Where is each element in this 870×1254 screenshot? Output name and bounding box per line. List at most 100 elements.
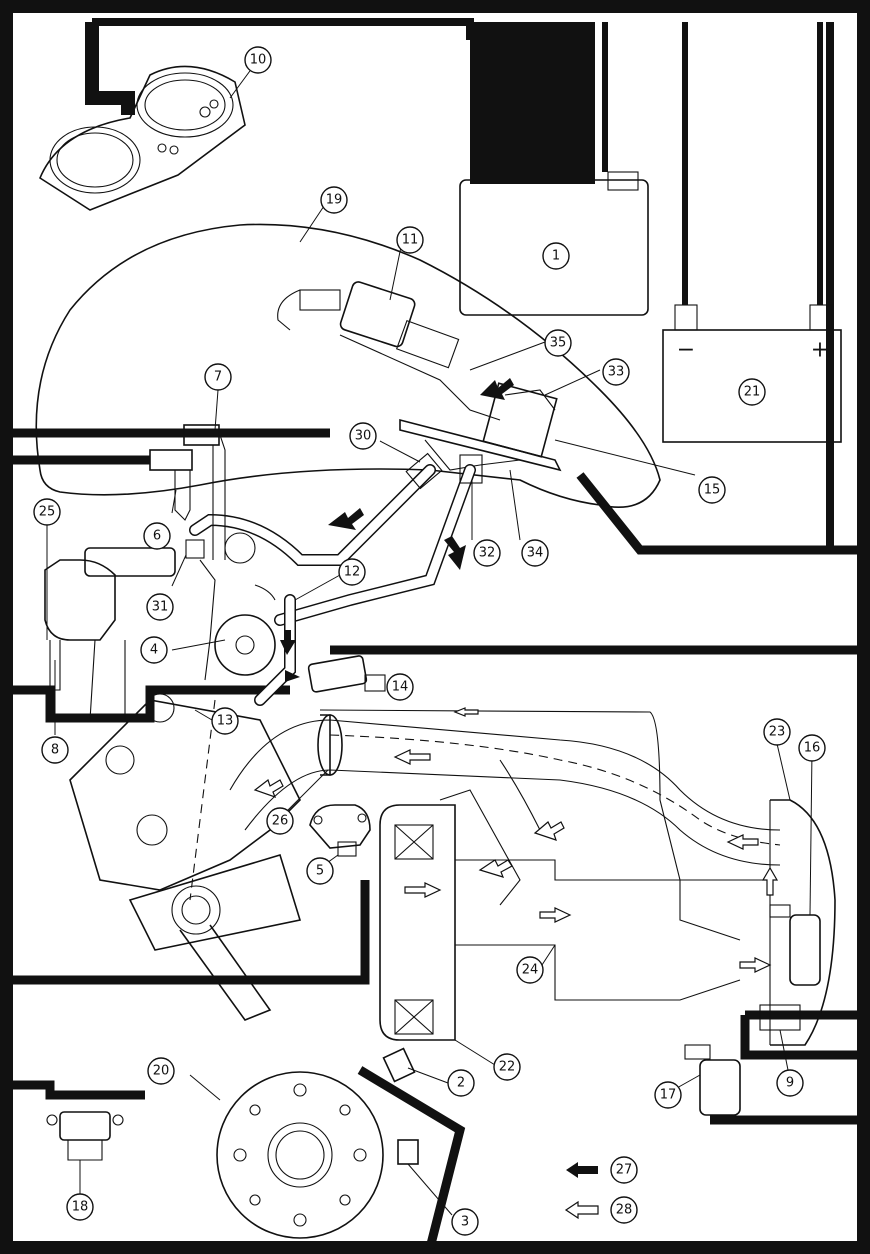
callout-8: 8 bbox=[41, 736, 69, 764]
callout-number: 30 bbox=[355, 429, 372, 444]
callout-circle bbox=[140, 636, 168, 664]
airbox bbox=[379, 759, 741, 1041]
callout-number: 15 bbox=[704, 483, 721, 498]
callout-circle bbox=[798, 734, 826, 762]
callout-6: 6 bbox=[143, 522, 171, 550]
callout-15: 15 bbox=[698, 476, 726, 504]
callout-20: 20 bbox=[147, 1057, 175, 1085]
callout-10: 10 bbox=[244, 46, 272, 74]
callout-27: 27 bbox=[610, 1156, 638, 1184]
callout-number: 9 bbox=[786, 1076, 794, 1091]
callout-circle bbox=[493, 1053, 521, 1081]
callout-circle bbox=[244, 46, 272, 74]
callout-23: 23 bbox=[763, 718, 791, 746]
callout-number: 8 bbox=[51, 743, 59, 758]
leader-lines bbox=[46, 59, 813, 1216]
callout-number: 25 bbox=[39, 505, 56, 520]
callout-number: 12 bbox=[344, 565, 361, 580]
callout-17: 17 bbox=[654, 1081, 682, 1109]
callout-number: 31 bbox=[152, 600, 169, 615]
callout-18: 18 bbox=[66, 1193, 94, 1221]
callout-28: 28 bbox=[610, 1196, 638, 1224]
callout-4: 4 bbox=[140, 636, 168, 664]
callout-circle bbox=[542, 242, 570, 270]
callout-circle bbox=[654, 1081, 682, 1109]
callout-26: 26 bbox=[266, 807, 294, 835]
callout-circle bbox=[610, 1196, 638, 1224]
throttle-position-sensor bbox=[309, 804, 371, 857]
callout-circle bbox=[516, 956, 544, 984]
callout-circle bbox=[521, 539, 549, 567]
fuel-flow-arrows bbox=[280, 378, 514, 682]
fuel-delivery-pipe bbox=[254, 594, 386, 706]
callout-2: 2 bbox=[447, 1069, 475, 1097]
callout-number: 21 bbox=[744, 385, 761, 400]
callout-19: 19 bbox=[320, 186, 348, 214]
callout-number: 32 bbox=[479, 546, 496, 561]
callout-circle bbox=[211, 707, 239, 735]
callout-number: 28 bbox=[616, 1203, 633, 1218]
callout-number: 35 bbox=[550, 336, 567, 351]
callout-number: 11 bbox=[402, 233, 419, 248]
legend-hollow-arrow bbox=[564, 1200, 599, 1220]
callout-circle bbox=[66, 1193, 94, 1221]
ecm-unit bbox=[459, 171, 649, 316]
callout-35: 35 bbox=[544, 329, 572, 357]
callout-16: 16 bbox=[798, 734, 826, 762]
callout-circle bbox=[143, 522, 171, 550]
callout-number: 13 bbox=[217, 714, 234, 729]
region-dividers bbox=[13, 428, 858, 1250]
callout-number: 24 bbox=[522, 963, 539, 978]
callout-circle bbox=[320, 186, 348, 214]
callout-circle bbox=[386, 673, 414, 701]
callout-21: 21 bbox=[738, 378, 766, 406]
intake-duct bbox=[229, 709, 781, 881]
engine-cylinder bbox=[69, 693, 302, 1021]
callout-30: 30 bbox=[349, 422, 377, 450]
pressure-regulator bbox=[185, 532, 276, 681]
callout-circle bbox=[473, 539, 501, 567]
sensor-18 bbox=[46, 1111, 124, 1161]
callout-9: 9 bbox=[776, 1069, 804, 1097]
callout-14: 14 bbox=[386, 673, 414, 701]
air-flow-arrows bbox=[253, 707, 779, 973]
callout-32: 32 bbox=[473, 539, 501, 567]
callout-25: 25 bbox=[33, 498, 61, 526]
callout-circle bbox=[610, 1156, 638, 1184]
callout-number: 5 bbox=[316, 864, 324, 879]
callout-34: 34 bbox=[521, 539, 549, 567]
callout-number: 6 bbox=[153, 529, 161, 544]
callout-circle bbox=[33, 498, 61, 526]
callout-13: 13 bbox=[211, 707, 239, 735]
callout-circle bbox=[338, 558, 366, 586]
callout-number: 16 bbox=[804, 741, 821, 756]
callout-number: 3 bbox=[461, 1215, 469, 1230]
callout-number: 34 bbox=[527, 546, 544, 561]
callout-circle bbox=[266, 807, 294, 835]
callout-12: 12 bbox=[338, 558, 366, 586]
callout-number: 7 bbox=[214, 370, 222, 385]
airbox-rear bbox=[684, 799, 836, 1116]
callout-circle bbox=[306, 857, 334, 885]
callout-circle bbox=[396, 226, 424, 254]
callout-circle bbox=[447, 1069, 475, 1097]
throttle-body bbox=[44, 547, 176, 721]
battery: − + bbox=[662, 304, 842, 443]
callout-1: 1 bbox=[542, 242, 570, 270]
callout-number: 18 bbox=[72, 1200, 89, 1215]
callout-number: 26 bbox=[272, 814, 289, 829]
callout-31: 31 bbox=[146, 593, 174, 621]
callout-number: 33 bbox=[608, 365, 625, 380]
callout-number: 20 bbox=[153, 1064, 170, 1079]
callout-labels: 1234567891011121314151617181920212223242… bbox=[33, 46, 826, 1236]
callout-circle bbox=[602, 358, 630, 386]
crank-rotor bbox=[216, 1047, 419, 1239]
callout-number: 19 bbox=[326, 193, 343, 208]
callout-circle bbox=[763, 718, 791, 746]
callout-22: 22 bbox=[493, 1053, 521, 1081]
fuel-pump-assembly bbox=[277, 281, 562, 472]
callout-number: 22 bbox=[499, 1060, 516, 1075]
callout-24: 24 bbox=[516, 956, 544, 984]
